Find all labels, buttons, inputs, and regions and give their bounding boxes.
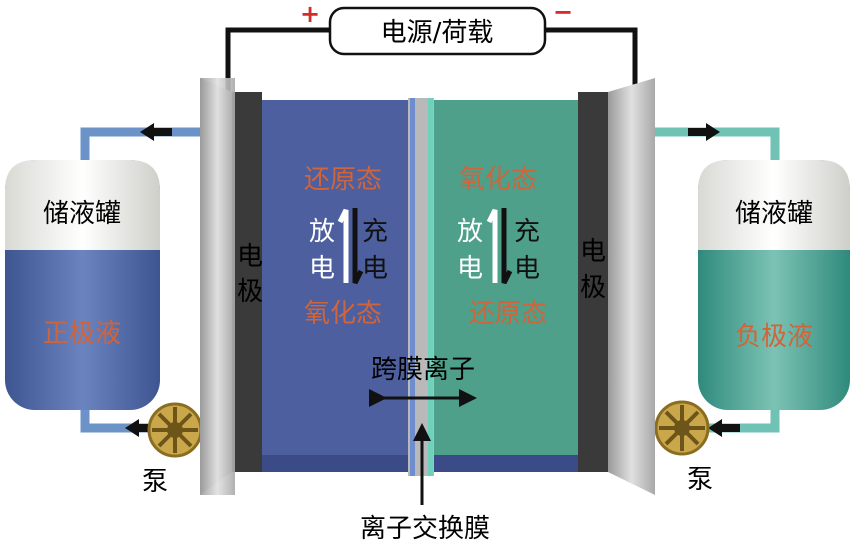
left-porous-electrode — [232, 92, 262, 472]
charge-arrow-icon — [501, 208, 513, 285]
discharge-arrow-icon — [486, 208, 498, 283]
left-electrode-label: 极 — [237, 277, 263, 307]
left-pump-icon — [147, 402, 203, 458]
right-electrode-label: 极 — [580, 273, 606, 303]
positive-half-cell — [255, 100, 415, 472]
membrane-label: 离子交换膜 — [360, 514, 490, 544]
right-charge-label: 充 — [514, 217, 540, 247]
left-charge-label: 电 — [362, 254, 388, 284]
right-electrode-plate — [608, 78, 655, 495]
negative-half-cell — [432, 100, 592, 472]
right-pump-icon — [654, 400, 710, 456]
cell — [200, 78, 655, 495]
left-discharge-label: 放 — [309, 217, 335, 247]
left-arrow-icon — [708, 419, 740, 437]
right-arrow-icon — [125, 419, 157, 437]
left-charge-label: 充 — [362, 217, 388, 247]
plus-sign: + — [300, 0, 320, 28]
right-arrow-icon — [688, 123, 720, 141]
right-electrode-label: 电 — [580, 237, 606, 267]
right-porous-electrode — [578, 92, 608, 472]
positive-wire — [225, 27, 330, 98]
flow-arrows — [125, 123, 740, 437]
minus-sign: − — [553, 0, 573, 26]
negative-wire — [545, 27, 638, 98]
left-storage-tank: 储液罐 正极液 — [5, 160, 160, 410]
right-charge-label: 电 — [514, 254, 540, 284]
right-bottom-state: 还原态 — [469, 299, 547, 329]
left-arrow-icon — [140, 123, 172, 141]
power-load-label: 电源/荷载 — [381, 18, 494, 48]
positive-electrolyte-label: 正极液 — [43, 319, 121, 349]
left-top-state: 还原态 — [304, 165, 382, 195]
left-tank-label: 储液罐 — [43, 199, 121, 229]
right-discharge-label: 电 — [457, 254, 483, 284]
left-discharge-label: 电 — [309, 254, 335, 284]
external-circuit: 电源/荷载 + − — [225, 0, 638, 98]
discharge-arrow-icon — [337, 208, 349, 283]
left-pump-label: 泵 — [142, 467, 168, 497]
ion-crossing-label: 跨膜离子 — [371, 355, 475, 385]
right-discharge-label: 放 — [457, 217, 483, 247]
power-load-box — [328, 6, 547, 56]
right-tank-label: 储液罐 — [735, 199, 813, 229]
charge-arrow-icon — [352, 208, 364, 285]
right-pump-label: 泵 — [687, 465, 713, 495]
negative-electrolyte-label: 负极液 — [735, 322, 813, 352]
right-storage-tank: 储液罐 负极液 — [698, 160, 850, 410]
left-electrode-label: 电 — [237, 242, 263, 272]
left-bottom-state: 氧化态 — [304, 299, 382, 329]
right-top-state: 氧化态 — [459, 165, 537, 195]
